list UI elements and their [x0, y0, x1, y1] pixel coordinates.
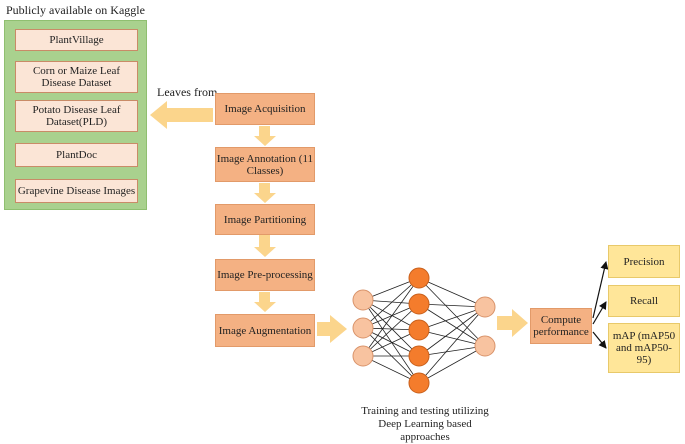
metric-map: mAP (mAP50 and mAP50-95) — [608, 323, 680, 373]
network-edge — [418, 303, 486, 347]
step-image-annotation: Image Annotation (11 Classes) — [215, 147, 315, 182]
source-item-plantdoc: PlantDoc — [15, 143, 138, 167]
arrow-step-3-4 — [254, 235, 276, 257]
arrow-leaves-from — [150, 101, 213, 129]
connector-layer — [150, 101, 609, 394]
network-edge — [418, 303, 486, 308]
source-item-potato-pld: Potato Disease Leaf Dataset(PLD) — [15, 100, 138, 132]
network-edge — [362, 277, 420, 329]
arrow-to-compute — [497, 309, 528, 337]
network-node-output — [474, 296, 496, 318]
network-edge — [362, 299, 420, 384]
network-node-output — [474, 335, 496, 357]
network-edge — [418, 306, 486, 331]
network-edge — [418, 277, 486, 308]
metric-recall: Recall — [608, 285, 680, 317]
network-node-input — [352, 345, 374, 367]
network-node-hidden — [408, 319, 430, 341]
arrow-step-1-2 — [254, 126, 276, 146]
network-edge — [418, 306, 486, 384]
network-node-input — [352, 317, 374, 339]
sources-panel: PlantVillage Corn or Maize Leaf Disease … — [4, 20, 147, 210]
step-image-preprocessing: Image Pre-processing — [215, 259, 315, 291]
network-edge — [362, 303, 420, 357]
pipeline-diagram: Publicly available on Kaggle PlantVillag… — [4, 3, 680, 443]
network-edge — [362, 277, 420, 357]
arrow-to-map — [592, 331, 607, 349]
network-node-hidden — [408, 293, 430, 315]
source-item-corn-maize: Corn or Maize Leaf Disease Dataset — [15, 61, 138, 93]
network-node-hidden — [408, 372, 430, 394]
network-nodes — [352, 267, 496, 394]
step-image-partitioning: Image Partitioning — [215, 204, 315, 235]
network-edge — [362, 299, 420, 357]
arrow-step-2-3 — [254, 183, 276, 203]
network-edge — [418, 345, 486, 357]
network-edge — [418, 345, 486, 384]
leaves-from-label: Leaves from — [157, 85, 218, 99]
network-node-hidden — [408, 345, 430, 367]
source-item-plantvillage: PlantVillage — [15, 29, 138, 51]
step-image-acquisition: Image Acquisition — [215, 93, 315, 125]
arrow-to-precision — [592, 261, 609, 319]
source-item-grapevine: Grapevine Disease Images — [15, 179, 138, 203]
network-edge — [362, 299, 420, 331]
compute-performance-box: Compute performance — [530, 308, 592, 344]
network-node-hidden — [408, 267, 430, 289]
sources-title: Publicly available on Kaggle — [6, 3, 145, 17]
arrow-to-network — [317, 315, 347, 343]
network-edge — [418, 329, 486, 347]
metric-precision: Precision — [608, 245, 680, 278]
arrow-step-4-5 — [254, 292, 276, 312]
network-caption: Training and testing utilizing Deep Lear… — [361, 405, 489, 443]
step-image-augmentation: Image Augmentation — [215, 314, 315, 347]
arrow-to-recall — [592, 301, 607, 325]
network-node-input — [352, 289, 374, 311]
network-edge — [362, 327, 420, 384]
network-edge — [418, 306, 486, 357]
flow-arrows — [150, 101, 528, 343]
metric-arrows — [592, 261, 609, 349]
network-edge — [418, 277, 486, 347]
